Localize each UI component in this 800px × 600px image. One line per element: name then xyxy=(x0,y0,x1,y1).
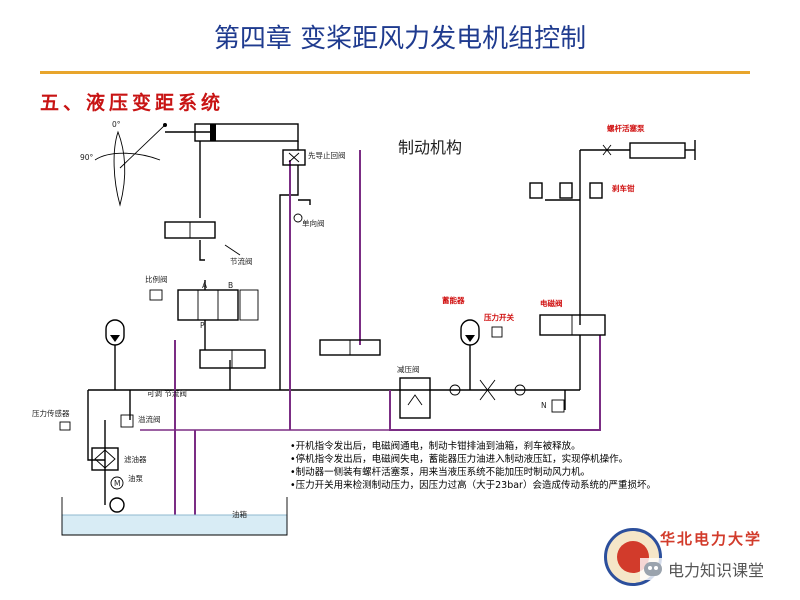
watermark: 电力知识课堂 xyxy=(640,558,769,580)
label-pump: 油泵 xyxy=(128,473,143,483)
wechat-icon xyxy=(644,562,662,576)
label-proportional: 比例阀 xyxy=(145,274,168,284)
pressure-switch xyxy=(491,326,503,338)
university-name: 华北电力大学 xyxy=(660,530,763,548)
label-port-p: P xyxy=(200,321,205,330)
blade-shape xyxy=(113,130,126,207)
line-sensor xyxy=(87,390,105,461)
label-caliper: 刹车钳 xyxy=(612,183,635,193)
label-port-a: A xyxy=(202,281,208,290)
throttle-2 xyxy=(479,379,496,401)
brake-components: 电磁阀 刹车钳 螺杆活塞泵 xyxy=(529,123,696,336)
oil-tank xyxy=(61,514,288,536)
check-valve-2 xyxy=(449,384,461,396)
blade-pitch-illustration: 0° 90° xyxy=(80,120,167,207)
label-relief: 溢流阀 xyxy=(138,414,161,424)
label-reducing: 减压阀 xyxy=(397,364,420,374)
prop-valve-right xyxy=(239,289,259,321)
label-screw-piston: 螺杆活塞泵 xyxy=(607,123,645,133)
screw-piston-pump xyxy=(629,142,686,159)
linkage-pivot xyxy=(163,123,167,127)
needle-valve xyxy=(602,144,612,156)
label-pilot-check: 先导止回阀 xyxy=(308,150,346,160)
caliper-3 xyxy=(589,182,603,199)
check-valve-3 xyxy=(514,384,526,396)
university-logo xyxy=(604,528,662,586)
note-item: •开机指令发出后，电磁阀通电，制动卡钳排油到油箱，刹车被释放。 xyxy=(290,441,581,452)
section-heading: 五、液压变距系统 xyxy=(40,92,225,114)
label-n: N xyxy=(541,401,547,410)
reducing-valve xyxy=(399,377,431,419)
note-item: •停机指令发出后，电磁阀失电，蓄能器压力油进入制动液压缸，实现停机操作。 xyxy=(290,454,629,465)
label-tank: 油箱 xyxy=(232,509,247,519)
label-filter: 滤油器 xyxy=(124,454,147,464)
motor xyxy=(110,476,124,490)
accumulator-1 xyxy=(105,319,125,346)
directional-valve-3 xyxy=(199,349,266,369)
n-valve xyxy=(551,399,565,413)
note-item: •压力开关用来检测制动压力，因压力过高（大于23bar）会造成传动系统的严重损坏… xyxy=(290,480,656,491)
pressure-lines xyxy=(87,141,630,505)
proportional-valve xyxy=(177,289,239,321)
caliper-2 xyxy=(559,182,573,199)
cylinder-piston xyxy=(210,124,216,141)
check-valve xyxy=(293,213,303,223)
return-line-solenoid xyxy=(389,335,601,431)
pitch-arc xyxy=(94,152,161,161)
throttle-symbol xyxy=(224,244,241,256)
relief-valve xyxy=(120,414,134,428)
label-motor: M xyxy=(114,479,120,488)
label-solenoid: 电磁阀 xyxy=(540,298,563,308)
notes-list: •开机指令发出后，电磁阀通电，制动卡钳排油到油箱，刹车被释放。 •停机指令发出后… xyxy=(290,440,750,492)
line-check-branch xyxy=(298,199,311,205)
title-divider xyxy=(40,71,750,74)
pump-unit: 压力传感器 滤油器 M 油泵 油箱 xyxy=(32,408,288,536)
pitch-cylinder xyxy=(165,123,299,142)
page-title: 第四章 变桨距风力发电机组控制 xyxy=(213,24,587,54)
return-lines xyxy=(140,150,601,515)
label-throttle: 节流阀 xyxy=(230,256,253,266)
watermark-text: 电力知识课堂 xyxy=(668,561,765,580)
pitch-linkage xyxy=(119,124,166,169)
accumulators: 蓄能器 压力开关 xyxy=(105,295,514,346)
brake-solenoid-valve xyxy=(539,314,606,336)
note-item: •制动器一侧装有螺杆活塞泵，用来当液压系统不能加压时制动风力机。 xyxy=(290,467,591,478)
label-pressure-sensor: 压力传感器 xyxy=(32,408,70,418)
filter xyxy=(91,447,119,471)
caliper-1 xyxy=(529,182,543,199)
brake-mechanism-title: 制动机构 xyxy=(398,138,463,157)
prop-solenoid xyxy=(149,289,163,301)
accumulator-2 xyxy=(460,319,480,346)
line-valve1-down xyxy=(199,240,205,261)
pump xyxy=(109,497,125,513)
label-port-b: B xyxy=(228,281,233,290)
pressure-sensor xyxy=(59,421,71,431)
label-angle-90: 90° xyxy=(80,153,94,162)
label-pressure-switch: 压力开关 xyxy=(484,312,514,322)
label-accumulator: 蓄能器 xyxy=(442,295,465,305)
label-adj-throttle: 可调 节流阀 xyxy=(147,388,187,398)
label-check-valve: 单向阀 xyxy=(302,218,325,228)
pilot-check-valve xyxy=(282,149,306,166)
valves: 先导止回阀 单向阀 节流阀 比例阀 A B P 可调 节流阀 溢流阀 减压阀 N xyxy=(120,149,565,428)
label-angle-0: 0° xyxy=(112,120,121,129)
